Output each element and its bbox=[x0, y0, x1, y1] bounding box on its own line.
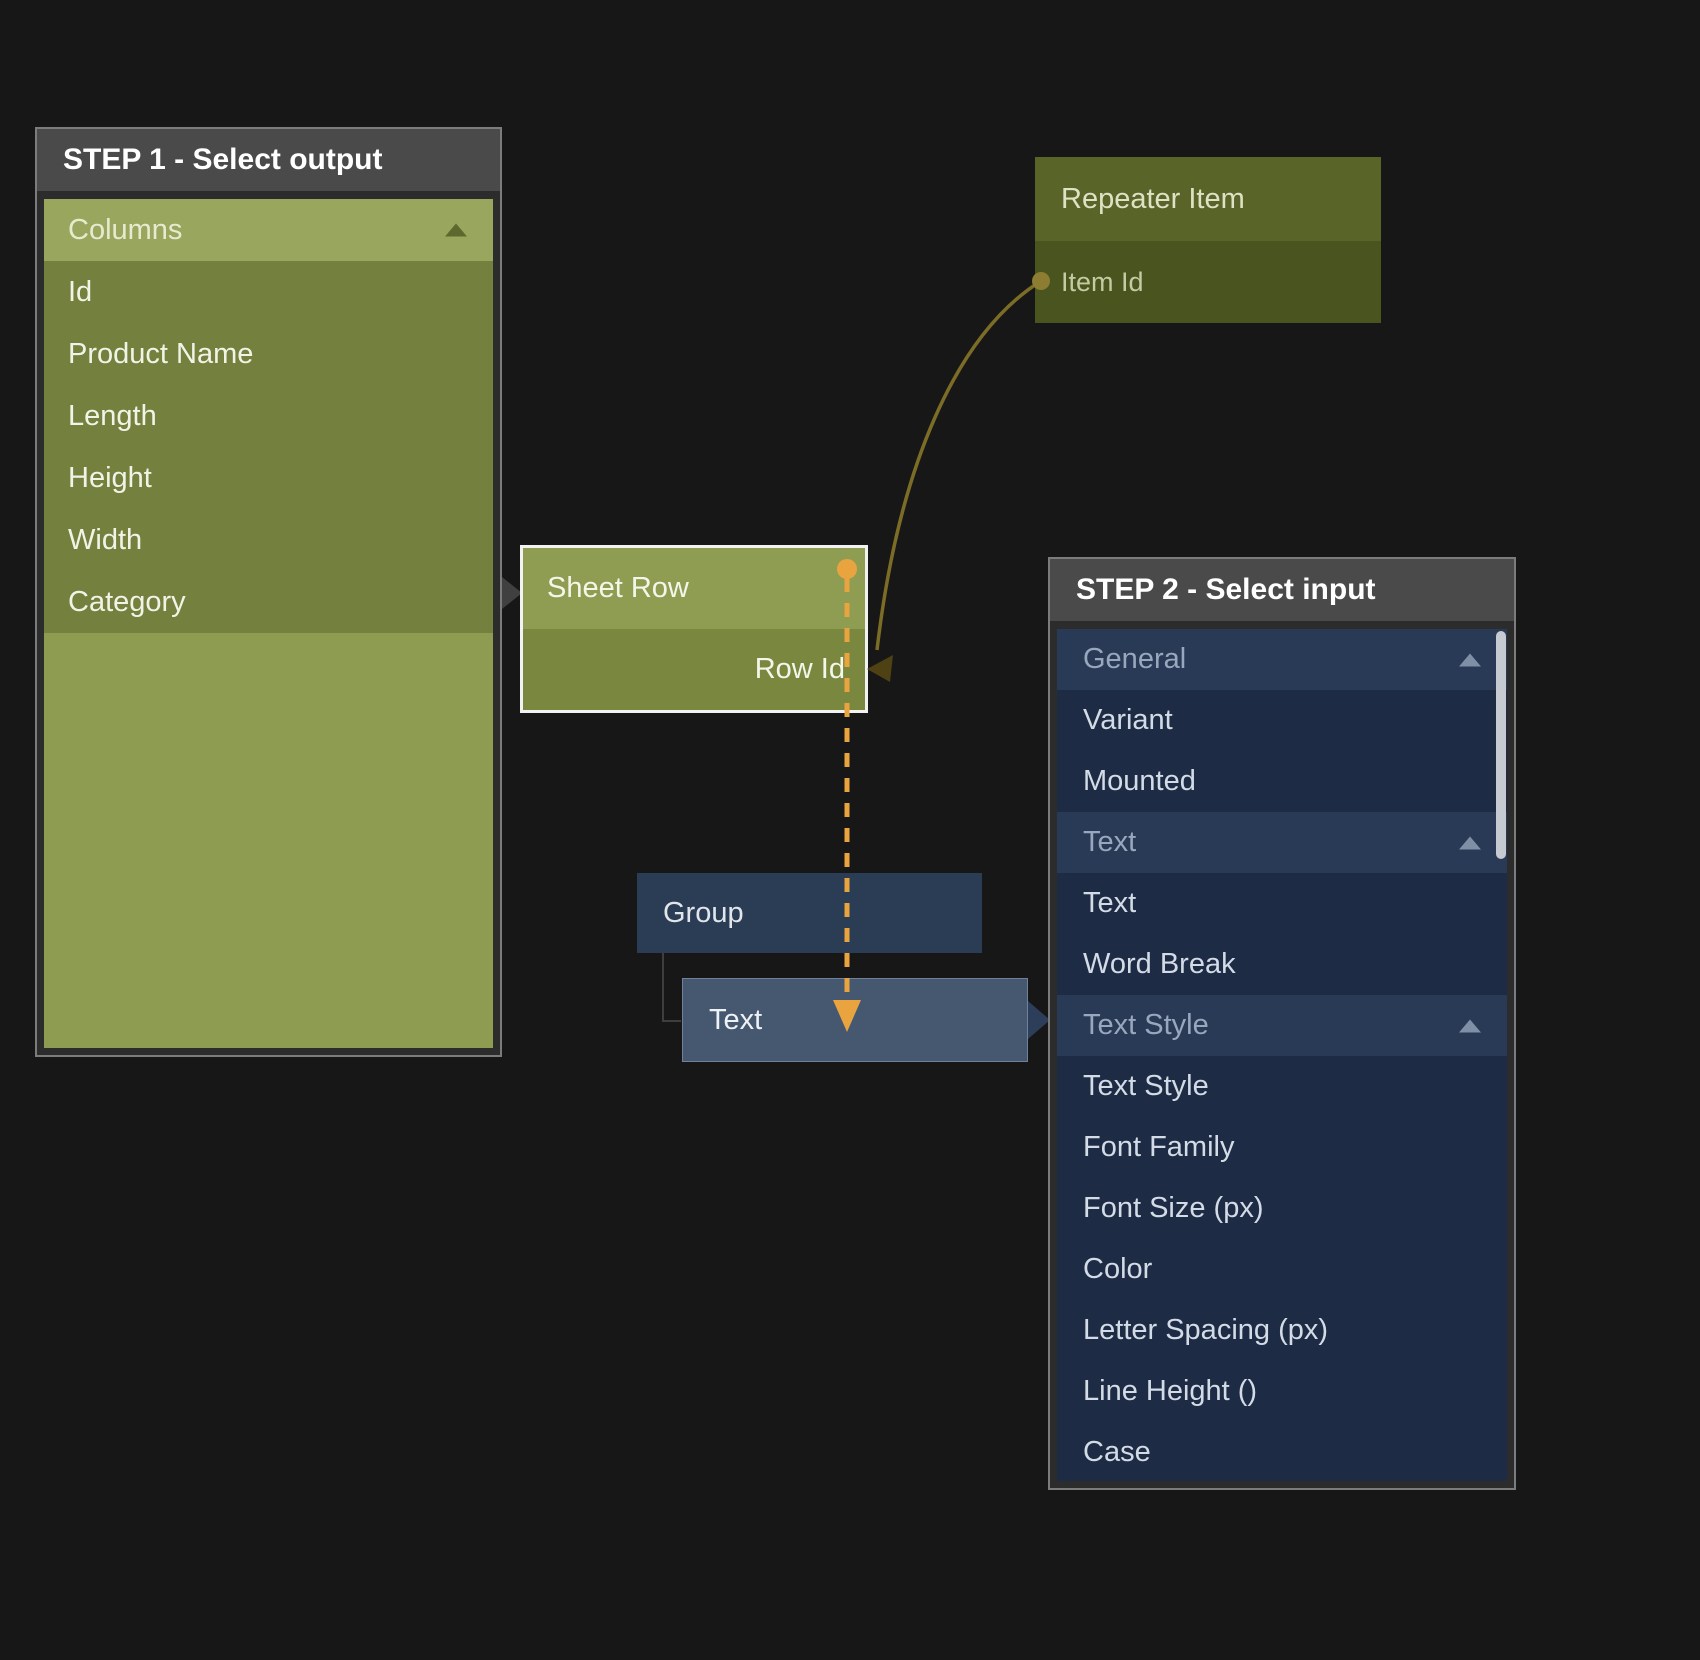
group-node[interactable]: Group bbox=[637, 873, 982, 953]
input-section-text-style-label: Text Style bbox=[1083, 1009, 1209, 1041]
step2-input-list: General Variant Mounted Text Text Word B… bbox=[1057, 629, 1507, 1481]
step1-title: STEP 1 - Select output bbox=[37, 129, 500, 191]
input-item-text-style[interactable]: Text Style bbox=[1083, 1070, 1209, 1102]
input-item-font-size[interactable]: Font Size (px) bbox=[1083, 1192, 1264, 1224]
column-item-product-name[interactable]: Product Name bbox=[44, 323, 493, 385]
input-section-general-label: General bbox=[1083, 643, 1187, 675]
input-item-word-break[interactable]: Word Break bbox=[1083, 948, 1236, 980]
item-id-to-row-id-wire bbox=[875, 279, 1042, 651]
text-node-label: Text bbox=[709, 1003, 763, 1036]
input-item-mounted[interactable]: Mounted bbox=[1083, 765, 1196, 797]
repeater-item-node[interactable]: Repeater Item Item Id bbox=[1035, 157, 1381, 323]
step1-output-port-icon[interactable] bbox=[502, 577, 522, 609]
input-section-text-style[interactable]: Text Style bbox=[1057, 995, 1507, 1056]
repeater-item-field-item-id[interactable]: Item Id bbox=[1035, 241, 1381, 323]
repeater-item-title: Repeater Item bbox=[1035, 157, 1381, 241]
text-node[interactable]: Text bbox=[682, 978, 1028, 1062]
collapse-arrow-icon[interactable] bbox=[1459, 1019, 1481, 1032]
sheet-row-node[interactable]: Sheet Row Row Id bbox=[520, 545, 868, 713]
collapse-arrow-icon[interactable] bbox=[1459, 653, 1481, 666]
input-section-text-label: Text bbox=[1083, 826, 1137, 858]
wire-arrowhead-left-icon bbox=[867, 655, 893, 682]
input-item-text[interactable]: Text bbox=[1083, 887, 1137, 919]
column-item-id[interactable]: Id bbox=[44, 261, 493, 323]
step1-panel: STEP 1 - Select output Columns Id Produc… bbox=[35, 127, 502, 1057]
step2-panel: STEP 2 - Select input General Variant Mo… bbox=[1048, 557, 1516, 1490]
input-item-font-family[interactable]: Font Family bbox=[1083, 1131, 1235, 1163]
input-item-letter-spacing[interactable]: Letter Spacing (px) bbox=[1083, 1314, 1329, 1346]
input-item-variant[interactable]: Variant bbox=[1083, 704, 1173, 736]
collapse-arrow-icon[interactable] bbox=[445, 223, 467, 237]
sheet-row-field-row-id[interactable]: Row Id bbox=[523, 629, 865, 710]
columns-section-label: Columns bbox=[68, 214, 183, 246]
column-item-width[interactable]: Width bbox=[44, 509, 493, 571]
step1-columns-list: Columns Id Product Name Length Height Wi… bbox=[44, 199, 493, 1048]
input-section-text[interactable]: Text bbox=[1057, 812, 1507, 873]
input-item-case[interactable]: Case bbox=[1083, 1436, 1151, 1468]
collapse-arrow-icon[interactable] bbox=[1459, 836, 1481, 849]
input-section-general[interactable]: General bbox=[1057, 629, 1507, 690]
column-item-height[interactable]: Height bbox=[44, 447, 493, 509]
text-node-output-port-icon[interactable] bbox=[1028, 1001, 1050, 1039]
input-item-color[interactable]: Color bbox=[1083, 1253, 1153, 1285]
group-node-label: Group bbox=[663, 896, 744, 929]
step2-title: STEP 2 - Select input bbox=[1050, 559, 1514, 621]
columns-section-header[interactable]: Columns bbox=[44, 199, 493, 261]
sheet-row-title: Sheet Row bbox=[523, 548, 865, 629]
column-item-category[interactable]: Category bbox=[44, 571, 493, 633]
input-item-line-height[interactable]: Line Height () bbox=[1083, 1375, 1258, 1407]
column-item-length[interactable]: Length bbox=[44, 385, 493, 447]
step2-scrollbar[interactable] bbox=[1496, 631, 1506, 859]
group-text-connector-line bbox=[662, 953, 681, 1022]
